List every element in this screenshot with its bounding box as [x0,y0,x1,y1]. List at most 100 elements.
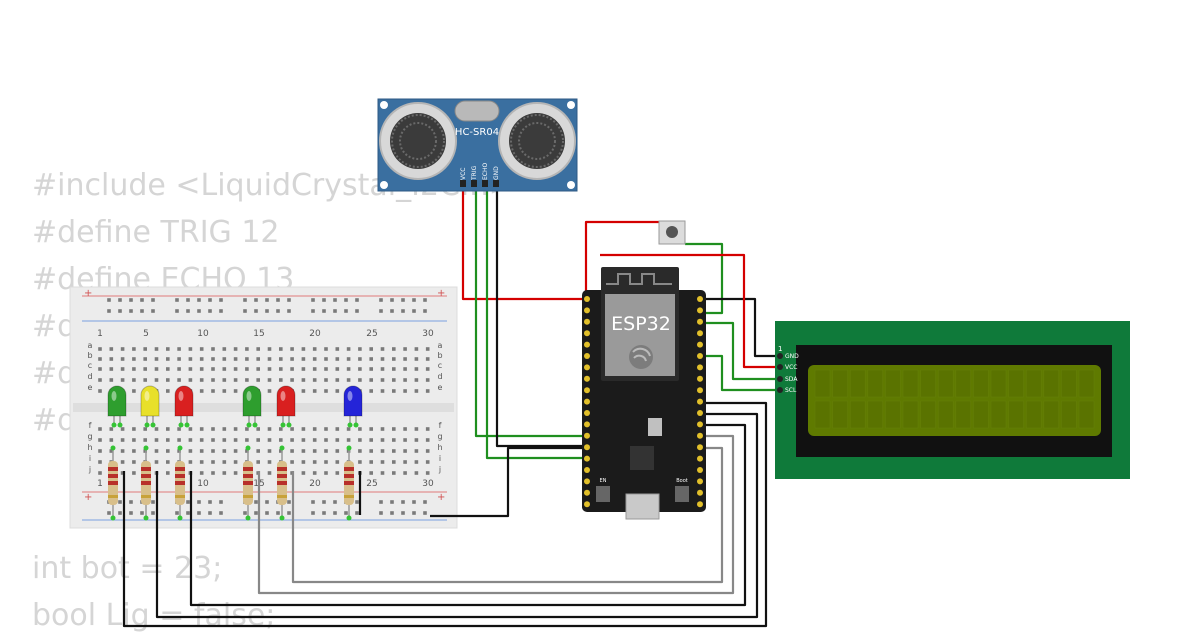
esp32-pin [584,375,590,382]
breadboard-hole [256,438,260,442]
boot-button[interactable] [675,486,689,502]
breadboard-hole [414,460,419,464]
esp32-pins [584,296,703,508]
esp32-pin [697,364,703,371]
resistor[interactable] [141,445,151,521]
usb-port[interactable] [625,493,660,520]
breadboard-hole [154,367,159,371]
breadboard-hole [109,367,114,371]
row-letter: d [437,372,442,381]
breadboard-hole [166,378,170,382]
breadboard-hole [369,438,373,442]
breadboard-hole [143,378,147,382]
breadboard-hole [414,347,419,351]
esp32-pin [697,353,703,359]
lcd-cell [1008,400,1024,429]
rail-hole [401,298,405,302]
lcd-pin1-label: 1 [778,345,782,353]
led-green-1[interactable] [107,385,127,428]
ultrasonic-sensor[interactable]: HC-SR04 VCC TRIG ECHO GND [377,98,578,192]
breadboard-hole [154,357,159,361]
breadboard-hole [233,389,238,393]
pin-label: SCL [785,387,797,394]
breadboard-hole [267,357,272,361]
breadboard-hole [245,367,249,371]
breadboard-hole [392,460,396,464]
lcd-display[interactable]: 1 GND VCC SDA SCL [775,321,1130,479]
rail-hole [129,309,133,313]
rail-hole [344,309,348,313]
breadboard-hole [324,471,328,475]
lcd-cell [955,400,972,429]
resistor[interactable] [277,445,287,521]
wire-ground-breadboard [430,446,586,518]
breadboard-hole [324,378,328,382]
led-red-1[interactable] [174,385,194,428]
breadboard-hole [188,427,193,431]
resistor[interactable] [108,445,118,521]
rail-hole [208,511,212,515]
led-red-2[interactable] [276,385,296,428]
chip [630,446,654,470]
svg-text:+: + [437,492,445,503]
esp32-pin [584,341,590,348]
esp32-pin [584,421,590,428]
sensor-pin-labels: VCC TRIG ECHO GND [460,163,500,181]
rail-hole [287,511,291,515]
breadboard-hole [324,347,328,351]
pin-label: GND [493,166,500,180]
rail-hole [401,500,405,504]
breadboard-hole [199,357,204,361]
breadboard-hole [403,471,407,475]
breadboard-hole [380,471,385,475]
breadboard-hole [98,449,102,453]
rail-hole [412,500,416,504]
rail-hole [287,500,291,504]
led-green-2[interactable] [242,385,262,428]
breadboard-hole [222,389,227,393]
svg-text:+: + [84,288,92,299]
wire-button-signal [685,242,724,315]
led-yellow[interactable] [140,385,160,428]
breadboard-hole [143,438,147,442]
rail-hole [379,500,383,504]
lcd-cell [849,400,866,429]
resistor[interactable] [175,445,185,521]
breadboard-hole [290,438,294,442]
led-blue[interactable] [343,385,363,428]
breadboard-holes [98,298,430,515]
esp32-pin [697,455,703,462]
breadboard-hole [335,357,340,361]
column-number: 15 [253,329,264,339]
breadboard-hole [324,427,328,431]
espressif-logo-icon [629,345,653,369]
breadboard-hole [256,378,260,382]
push-button[interactable] [658,220,686,245]
esp32-pin [584,432,590,439]
wire-sensor-echo [485,190,586,460]
wire-lcd-sda [700,321,779,381]
rail-hole [355,511,359,515]
esp32-board[interactable]: ESP32 EN Boot [582,267,706,520]
resistor[interactable] [243,445,253,521]
breadboard-hole [211,378,215,382]
breadboard-hole [346,378,351,382]
rail-hole [344,298,348,302]
wire-button-power [584,220,659,299]
rail-hole [197,500,201,504]
esp32-pin [697,330,703,337]
breadboard-hole [346,427,351,431]
breadboard-hole [154,427,159,431]
breadboard-hole [279,357,283,361]
breadboard[interactable]: + + + + 1 5 10 15 20 25 30 1 5 10 15 20 … [69,286,458,529]
breadboard-hole [324,460,328,464]
breadboard-hole [392,389,396,393]
breadboard-hole [177,347,181,351]
breadboard-hole [425,471,430,475]
lcd-cell [814,400,831,429]
en-button[interactable] [596,486,610,502]
resistor[interactable] [344,445,354,521]
breadboard-hole [335,389,340,393]
row-letter: e [438,383,443,392]
breadboard-hole [380,460,385,464]
